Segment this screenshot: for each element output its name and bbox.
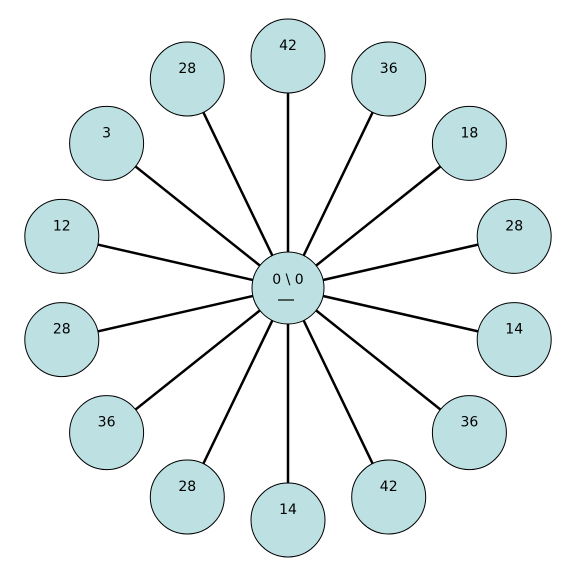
outer-node-13: 28 — [149, 41, 225, 117]
edge-10 — [61, 286, 289, 341]
outer-node-circle — [69, 105, 145, 181]
edge-5 — [287, 287, 471, 434]
outer-node-label: 14 — [279, 502, 297, 518]
outer-node-label: 28 — [178, 61, 196, 77]
outer-node-label: 28 — [178, 479, 196, 495]
outer-node-circle — [476, 198, 552, 274]
outer-node-label: 12 — [53, 218, 71, 234]
edge-11 — [61, 235, 289, 290]
edges-group — [61, 56, 515, 520]
outer-node-circle — [24, 302, 100, 378]
outer-node-label: 14 — [505, 322, 523, 338]
outer-node-circle — [431, 395, 507, 471]
edge-12 — [105, 142, 289, 289]
outer-node-5: 36 — [431, 395, 507, 471]
outer-node-circle — [250, 18, 326, 94]
outer-node-circle — [351, 459, 427, 535]
outer-node-circle — [149, 459, 225, 535]
outer-node-circle — [351, 41, 427, 117]
outer-node-circle — [476, 302, 552, 378]
center-node-label: 0 \ 0 — [272, 272, 303, 288]
outer-node-11: 12 — [24, 198, 100, 274]
outer-node-label: 36 — [460, 415, 478, 431]
outer-node-circle — [250, 482, 326, 558]
edge-3 — [287, 235, 515, 290]
outer-node-circle — [149, 41, 225, 117]
outer-node-0: 42 — [250, 18, 326, 94]
edge-1 — [286, 78, 390, 289]
outer-node-1: 36 — [351, 41, 427, 117]
outer-node-7: 14 — [250, 482, 326, 558]
center-node-circle — [251, 251, 325, 325]
edge-9 — [105, 287, 289, 434]
outer-node-10: 28 — [24, 302, 100, 378]
edge-4 — [287, 286, 515, 341]
outer-node-circle — [431, 105, 507, 181]
outer-node-4: 14 — [476, 302, 552, 378]
edge-2 — [287, 142, 471, 289]
outer-node-label: 36 — [380, 61, 398, 77]
outer-node-label: 36 — [98, 415, 116, 431]
outer-node-12: 3 — [69, 105, 145, 181]
outer-node-label: 28 — [53, 322, 71, 338]
edge-6 — [286, 287, 390, 498]
outer-node-9: 36 — [69, 395, 145, 471]
outer-node-6: 42 — [351, 459, 427, 535]
outer-node-3: 28 — [476, 198, 552, 274]
outer-node-label: 42 — [279, 38, 297, 54]
outer-node-circle — [24, 198, 100, 274]
outer-node-label: 28 — [505, 218, 523, 234]
outer-node-label: 3 — [102, 125, 111, 141]
outer-node-circle — [69, 395, 145, 471]
outer-node-label: 18 — [460, 125, 478, 141]
center-node: 0 \ 0 — [251, 251, 325, 325]
edge-8 — [186, 287, 290, 498]
outer-node-2: 18 — [431, 105, 507, 181]
outer-nodes-group: 42 36 18 28 14 36 42 14 28 36 28 12 3 28 — [24, 18, 552, 558]
edge-13 — [186, 78, 290, 289]
outer-node-8: 28 — [149, 459, 225, 535]
outer-node-label: 42 — [380, 479, 398, 495]
